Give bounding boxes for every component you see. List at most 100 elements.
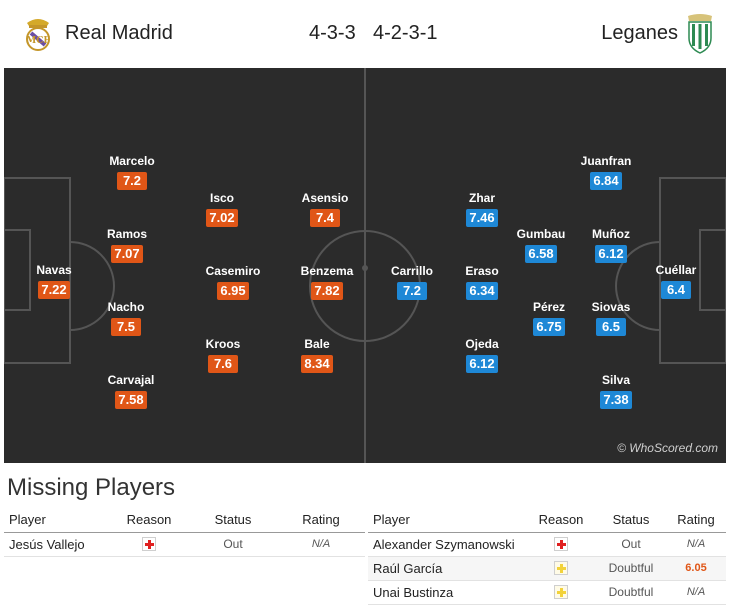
player-rating-badge: 7.46	[466, 209, 498, 227]
player-name[interactable]: Bale	[304, 337, 330, 351]
injury-icon[interactable]	[554, 537, 568, 552]
away-formation: 4-2-3-1	[373, 22, 438, 44]
player-rating-badge: 7.4	[310, 209, 340, 227]
missing-player-name[interactable]: Raúl García	[368, 556, 526, 581]
player-rating-badge: 6.5	[596, 318, 626, 336]
missing-player-name[interactable]: Unai Bustinza	[368, 580, 526, 605]
player-name[interactable]: Nacho	[107, 300, 145, 314]
header-player: Player	[368, 508, 526, 533]
player-name[interactable]: Casemiro	[205, 264, 261, 278]
player-rating-badge: 6.58	[525, 245, 557, 263]
player-name[interactable]: Ojeda	[465, 337, 499, 351]
player-marker[interactable]: Kroos 7.6	[183, 337, 263, 373]
player-name[interactable]: Carrillo	[390, 264, 433, 278]
missing-rating: N/A	[666, 580, 726, 605]
missing-rating: N/A	[277, 532, 365, 557]
player-marker[interactable]: Cuéllar 6.4	[636, 263, 716, 299]
header-player: Player	[4, 508, 109, 533]
player-name[interactable]: Juanfran	[580, 154, 632, 168]
player-rating-badge: 6.84	[590, 172, 622, 190]
player-rating-badge: 6.4	[661, 281, 691, 299]
pitch-markings	[4, 68, 726, 463]
player-rating-badge: 7.07	[111, 245, 143, 263]
svg-text:MCF: MCF	[26, 36, 50, 46]
player-rating-badge: 7.82	[311, 282, 343, 300]
injury-icon[interactable]	[142, 537, 156, 552]
home-missing-table: Player Reason Status Rating Jesús Vallej…	[4, 508, 365, 557]
table-row: Raúl García Doubtful 6.05	[368, 556, 726, 581]
missing-rating: N/A	[666, 532, 726, 557]
leganes-crest-icon[interactable]	[682, 12, 718, 54]
player-marker[interactable]: Zhar 7.46	[442, 191, 522, 227]
player-marker[interactable]: Gumbau 6.58	[501, 227, 581, 263]
doubtful-icon[interactable]	[554, 585, 568, 600]
missing-reason	[526, 580, 596, 605]
table-row: Alexander Szymanowski Out N/A	[368, 532, 726, 557]
player-rating-badge: 6.75	[533, 318, 565, 336]
missing-reason	[526, 556, 596, 581]
player-rating-badge: 7.22	[38, 281, 70, 299]
missing-status: Out	[596, 532, 666, 557]
player-marker[interactable]: Navas 7.22	[14, 263, 94, 299]
away-team-name[interactable]: Leganes	[601, 22, 678, 44]
header-status: Status	[189, 508, 277, 533]
player-name[interactable]: Navas	[36, 263, 72, 277]
doubtful-icon[interactable]	[554, 561, 568, 576]
real-madrid-crest-icon[interactable]: MCF	[20, 14, 56, 54]
header-rating: Rating	[277, 508, 365, 533]
away-missing-table: Player Reason Status Rating Alexander Sz…	[368, 508, 726, 605]
table-row: Jesús Vallejo Out N/A	[4, 532, 365, 557]
player-marker[interactable]: Ojeda 6.12	[442, 337, 522, 373]
player-marker[interactable]: Siovas 6.5	[571, 300, 651, 336]
player-marker[interactable]: Nacho 7.5	[86, 300, 166, 336]
home-formation: 4-3-3	[309, 22, 356, 44]
home-team-name[interactable]: Real Madrid	[65, 22, 173, 44]
player-name[interactable]: Kroos	[205, 337, 241, 351]
player-marker[interactable]: Pérez 6.75	[509, 300, 589, 336]
missing-player-name[interactable]: Jesús Vallejo	[4, 532, 109, 557]
player-name[interactable]: Zhar	[468, 191, 495, 205]
player-marker[interactable]: Muñoz 6.12	[571, 227, 651, 263]
missing-status: Doubtful	[596, 556, 666, 581]
player-marker[interactable]: Ramos 7.07	[87, 227, 167, 263]
player-name[interactable]: Carvajal	[107, 373, 155, 387]
player-rating-badge: 6.95	[217, 282, 249, 300]
player-name[interactable]: Benzema	[300, 264, 354, 278]
watermark: © WhoScored.com	[617, 441, 718, 455]
table-row: Unai Bustinza Doubtful N/A	[368, 580, 726, 605]
player-name[interactable]: Eraso	[465, 264, 499, 278]
player-rating-badge: 7.6	[208, 355, 238, 373]
player-marker[interactable]: Benzema 7.82	[287, 264, 367, 300]
player-marker[interactable]: Casemiro 6.95	[193, 264, 273, 300]
player-marker[interactable]: Asensio 7.4	[285, 191, 365, 227]
header-status: Status	[596, 508, 666, 533]
player-name[interactable]: Ramos	[106, 227, 147, 241]
player-name[interactable]: Siovas	[591, 300, 631, 314]
missing-player-name[interactable]: Alexander Szymanowski	[368, 532, 526, 557]
player-name[interactable]: Gumbau	[516, 227, 566, 241]
player-name[interactable]: Pérez	[532, 300, 566, 314]
player-rating-badge: 6.12	[466, 355, 498, 373]
header-reason: Reason	[109, 508, 189, 533]
player-name[interactable]: Isco	[209, 191, 234, 205]
player-rating-badge: 7.5	[111, 318, 141, 336]
missing-status: Doubtful	[596, 580, 666, 605]
player-name[interactable]: Muñoz	[592, 227, 630, 241]
player-name[interactable]: Cuéllar	[655, 263, 697, 277]
player-name[interactable]: Asensio	[301, 191, 349, 205]
missing-players-title: Missing Players	[7, 474, 176, 501]
player-marker[interactable]: Juanfran 6.84	[566, 154, 646, 190]
header-reason: Reason	[526, 508, 596, 533]
player-name[interactable]: Marcelo	[109, 154, 155, 168]
match-header: MCF Real Madrid 4-3-3 4-2-3-1 Leganes	[4, 4, 726, 60]
player-name[interactable]: Silva	[601, 373, 631, 387]
player-rating-badge: 6.12	[595, 245, 627, 263]
